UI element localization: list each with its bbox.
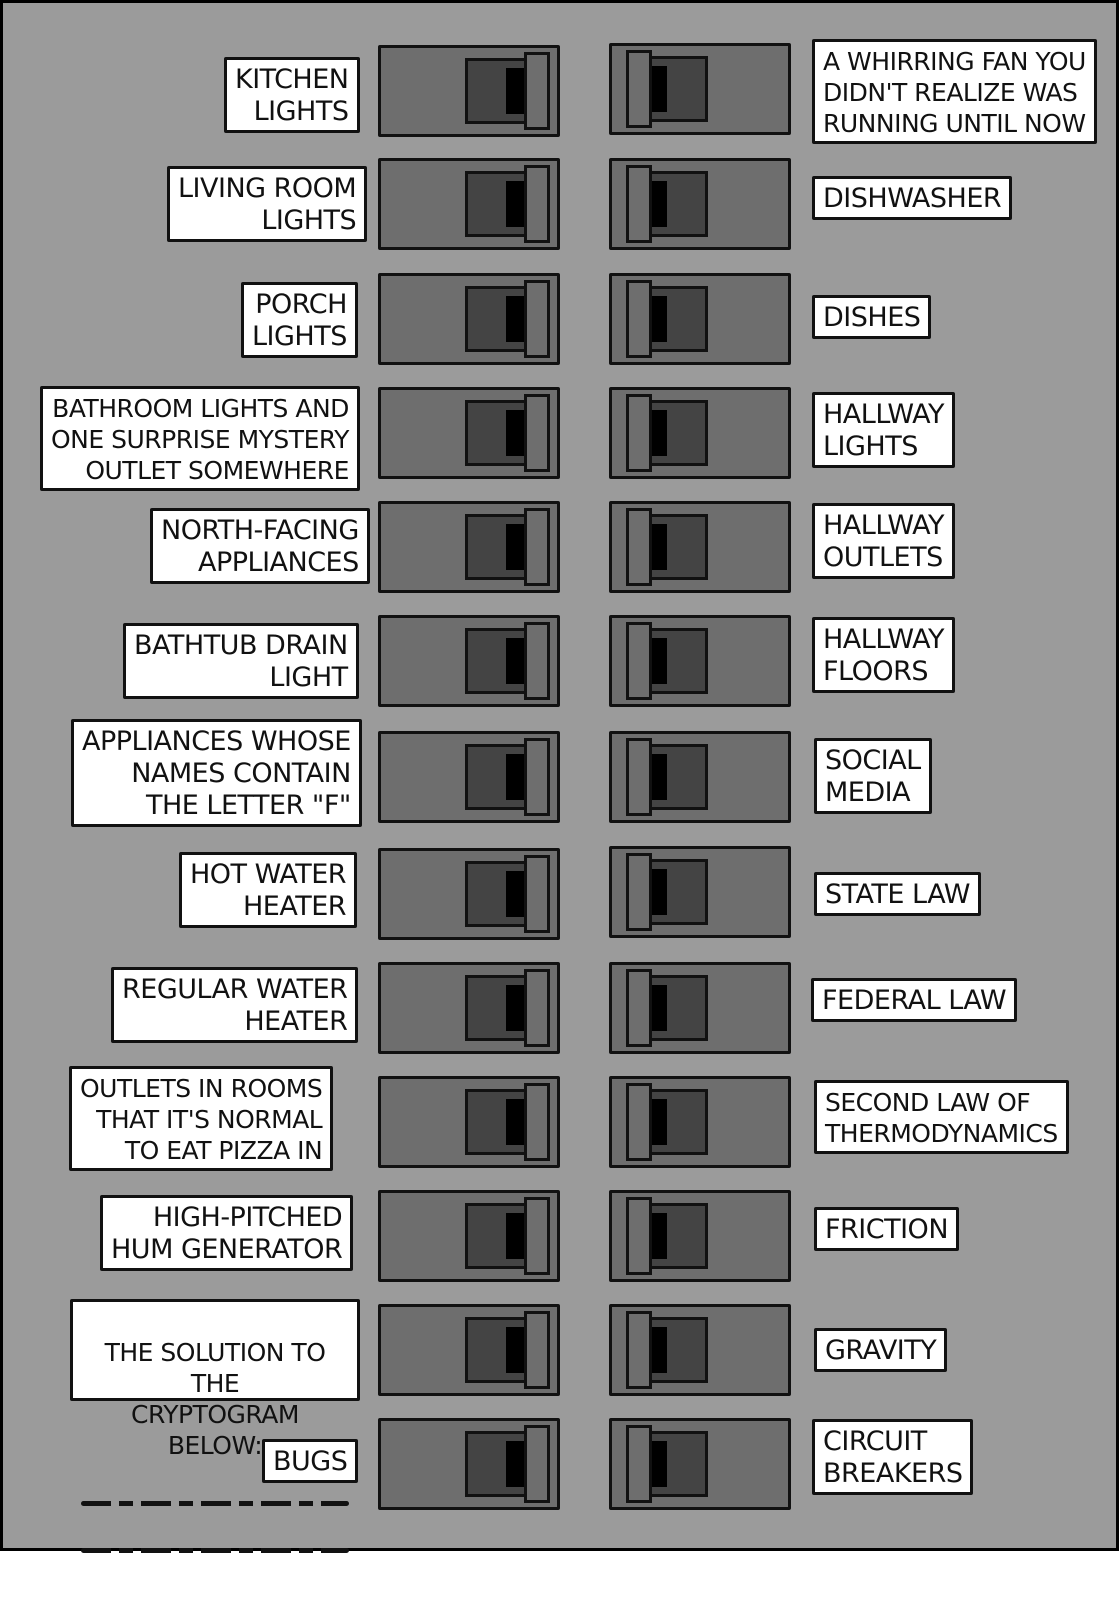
breaker-switch-left-12[interactable] — [378, 1304, 560, 1396]
breaker-switch-left-4[interactable] — [378, 387, 560, 479]
breaker-lever[interactable] — [524, 1197, 550, 1275]
slot-hole — [506, 1099, 528, 1145]
breaker-lever[interactable] — [626, 1425, 652, 1503]
breaker-switch-left-1[interactable] — [378, 45, 560, 137]
label-whirring-fan: A whirring fan you didn't realize was ru… — [812, 39, 1097, 144]
label-bathroom-lights: Bathroom lights and one surprise mystery… — [40, 386, 360, 491]
breaker-switch-left-13[interactable] — [378, 1418, 560, 1510]
breaker-switch-right-10[interactable] — [609, 1076, 791, 1168]
label-dishes: Dishes — [812, 295, 932, 339]
breaker-lever[interactable] — [524, 969, 550, 1047]
label-appliances-letter-f: Appliances whose names contain the lette… — [71, 719, 362, 827]
breaker-switch-left-7[interactable] — [378, 731, 560, 823]
breaker-switch-right-1[interactable] — [609, 43, 791, 135]
breaker-lever[interactable] — [626, 738, 652, 816]
label-living-room-lights: Living Room Lights — [167, 166, 368, 242]
slot-hole — [506, 410, 528, 456]
breaker-lever[interactable] — [626, 622, 652, 700]
breaker-switch-left-10[interactable] — [378, 1076, 560, 1168]
breaker-switch-right-2[interactable] — [609, 158, 791, 250]
label-hallway-floors: Hallway floors — [812, 617, 955, 693]
breaker-switch-right-9[interactable] — [609, 962, 791, 1054]
slot-hole — [506, 754, 528, 800]
breaker-lever[interactable] — [524, 1311, 550, 1389]
breaker-lever[interactable] — [626, 394, 652, 472]
label-north-facing-appliances: North-facing appliances — [150, 508, 370, 584]
breaker-panel: Kitchen Lights A whirring fan you didn't… — [0, 0, 1119, 1553]
breaker-lever[interactable] — [524, 738, 550, 816]
breaker-lever[interactable] — [524, 165, 550, 243]
breaker-lever[interactable] — [524, 1083, 550, 1161]
label-cryptogram: The solution to the cryptogram below: — [70, 1299, 360, 1553]
label-friction: Friction — [814, 1207, 960, 1251]
slot-hole — [506, 985, 528, 1031]
label-bathtub-drain-light: Bathtub drain light — [123, 623, 359, 699]
breaker-lever[interactable] — [524, 52, 550, 130]
breaker-switch-right-6[interactable] — [609, 615, 791, 707]
breaker-lever[interactable] — [626, 1083, 652, 1161]
breaker-lever[interactable] — [626, 508, 652, 586]
slot-hole — [506, 638, 528, 684]
label-regular-water-heater: Regular water heater — [111, 967, 359, 1043]
label-kitchen-lights: Kitchen Lights — [224, 57, 360, 133]
breaker-switch-right-11[interactable] — [609, 1190, 791, 1282]
breaker-slot — [465, 628, 547, 694]
cryptogram-line-1 — [81, 1501, 349, 1506]
breaker-lever[interactable] — [524, 394, 550, 472]
breaker-lever[interactable] — [626, 1197, 652, 1275]
breaker-lever[interactable] — [524, 508, 550, 586]
label-hallway-outlets: Hallway outlets — [812, 503, 955, 579]
slot-hole — [506, 1441, 528, 1487]
breaker-switch-right-13[interactable] — [609, 1418, 791, 1510]
breaker-switch-left-11[interactable] — [378, 1190, 560, 1282]
breaker-switch-left-2[interactable] — [378, 158, 560, 250]
breaker-switch-right-4[interactable] — [609, 387, 791, 479]
label-second-law-thermodynamics: Second law of thermodynamics — [814, 1080, 1069, 1154]
label-bugs: Bugs — [262, 1439, 359, 1483]
label-federal-law: Federal law — [811, 978, 1018, 1022]
cryptogram-heading: The solution to the cryptogram below: — [104, 1338, 326, 1460]
breaker-switch-right-3[interactable] — [609, 273, 791, 365]
breaker-switch-left-6[interactable] — [378, 615, 560, 707]
breaker-lever[interactable] — [626, 969, 652, 1047]
label-pizza-outlets: Outlets in rooms that it's normal to eat… — [69, 1066, 334, 1171]
slot-hole — [506, 181, 528, 227]
label-state-law: State law — [814, 872, 981, 916]
breaker-lever[interactable] — [626, 165, 652, 243]
label-hallway-lights: Hallway lights — [812, 392, 955, 468]
slot-hole — [506, 68, 528, 114]
breaker-switch-left-9[interactable] — [378, 962, 560, 1054]
breaker-switch-right-8[interactable] — [609, 846, 791, 938]
slot-hole — [506, 524, 528, 570]
breaker-switch-right-5[interactable] — [609, 501, 791, 593]
slot-hole — [506, 1213, 528, 1259]
breaker-switch-right-7[interactable] — [609, 731, 791, 823]
breaker-lever[interactable] — [524, 622, 550, 700]
breaker-switch-left-3[interactable] — [378, 273, 560, 365]
breaker-lever[interactable] — [524, 1425, 550, 1503]
label-social-media: Social media — [814, 738, 932, 814]
slot-hole — [506, 871, 528, 917]
slot-hole — [506, 296, 528, 342]
breaker-switch-left-5[interactable] — [378, 501, 560, 593]
label-dishwasher: Dishwasher — [812, 176, 1013, 220]
label-gravity: Gravity — [814, 1328, 948, 1372]
label-porch-lights: Porch Lights — [241, 282, 358, 358]
label-circuit-breakers: Circuit breakers — [812, 1419, 974, 1495]
cryptogram-text — [81, 1465, 349, 1590]
breaker-switch-right-12[interactable] — [609, 1304, 791, 1396]
breaker-lever[interactable] — [524, 280, 550, 358]
breaker-switch-left-8[interactable] — [378, 848, 560, 940]
breaker-lever[interactable] — [626, 853, 652, 931]
breaker-lever[interactable] — [524, 855, 550, 933]
breaker-lever[interactable] — [626, 50, 652, 128]
slot-hole — [506, 1327, 528, 1373]
label-hum-generator: High-pitched hum generator — [100, 1195, 354, 1271]
label-hot-water-heater: Hot water heater — [179, 852, 358, 928]
breaker-lever[interactable] — [626, 280, 652, 358]
breaker-lever[interactable] — [626, 1311, 652, 1389]
